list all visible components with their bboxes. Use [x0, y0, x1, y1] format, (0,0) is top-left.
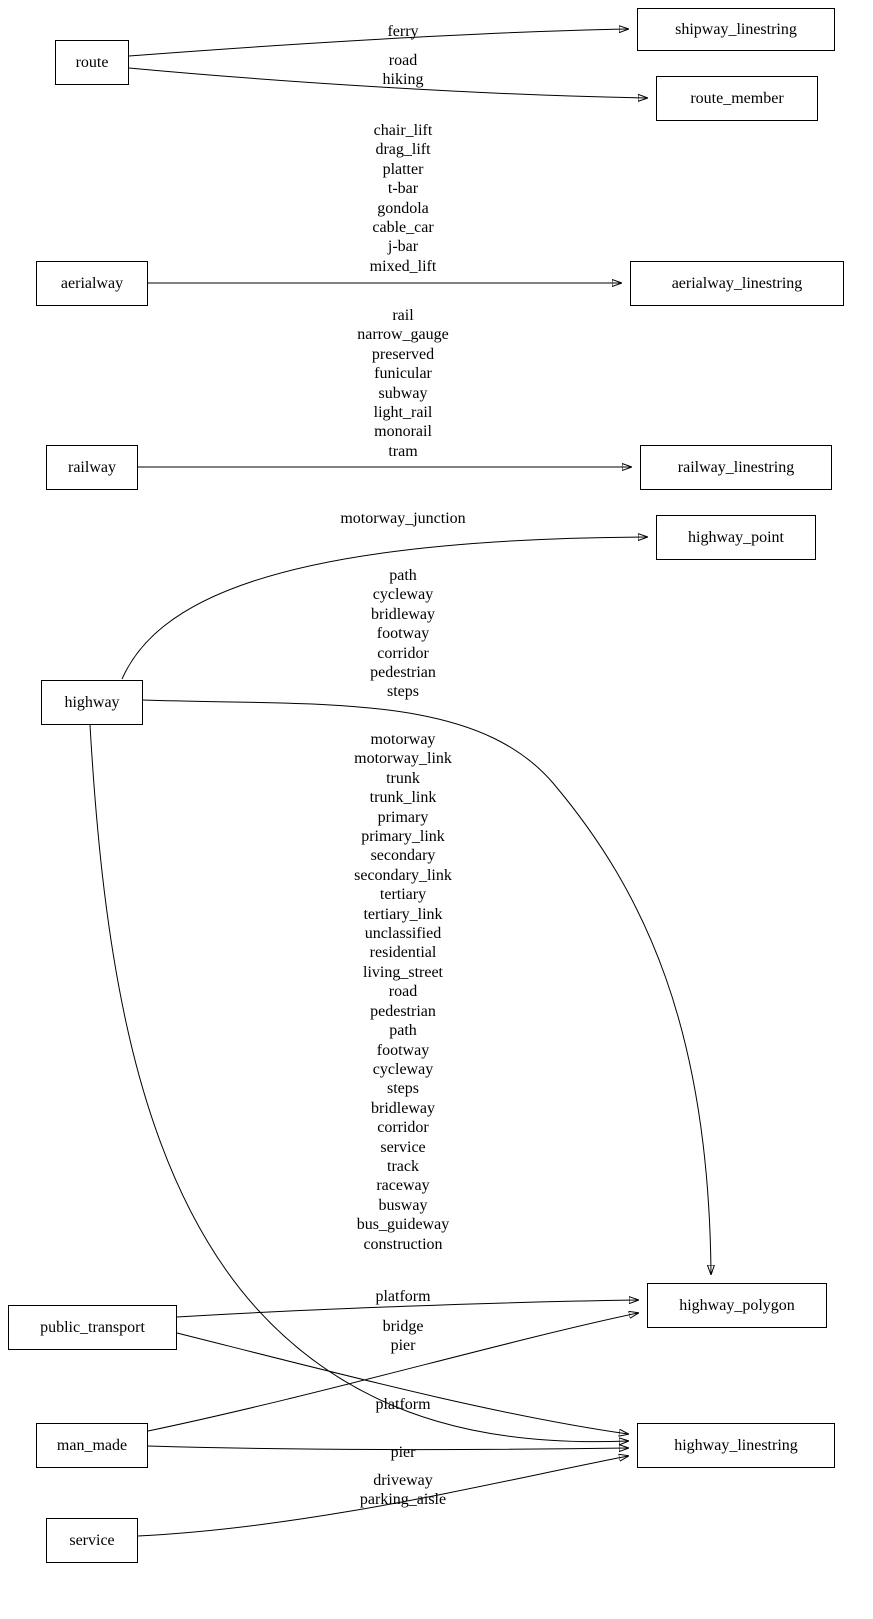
edge-label-platform-polygon: platform: [375, 1288, 431, 1305]
edge-man_made-to-highway_polygon: [147, 1313, 638, 1432]
edge-label-road-hiking: road hiking: [382, 52, 424, 89]
edge-label-highway-polygon-types: path cycleway bridleway footway corridor…: [370, 567, 436, 701]
edge-public_transport-to-highway_linestring: [176, 1332, 628, 1434]
node-service: service: [46, 1518, 138, 1563]
edge-highway-to-highway_point: [121, 537, 647, 680]
edge-label-railway-types: rail narrow_gauge preserved funicular su…: [357, 307, 449, 460]
edge-highway-to-highway_polygon: [142, 699, 711, 1274]
node-route_member: route_member: [656, 76, 818, 121]
node-highway_linestring: highway_linestring: [637, 1423, 835, 1468]
edge-route-to-shipway_linestring: [128, 29, 628, 57]
node-highway: highway: [41, 680, 143, 725]
edge-label-highway-linestring-types: motorway motorway_link trunk trunk_link …: [354, 731, 452, 1253]
edge-label-platform-linestring: platform: [375, 1396, 431, 1413]
node-railway_linestring: railway_linestring: [640, 445, 832, 490]
edge-label-pier: pier: [390, 1444, 416, 1461]
node-man_made: man_made: [36, 1423, 148, 1468]
edge-route-to-route_member: [128, 67, 647, 98]
node-highway_polygon: highway_polygon: [647, 1283, 827, 1328]
edge-label-bridge-pier: bridge pier: [382, 1318, 424, 1355]
edge-label-aerialway-types: chair_lift drag_lift platter t-bar gondo…: [369, 122, 437, 275]
node-railway: railway: [46, 445, 138, 490]
edge-service-to-highway_linestring: [137, 1456, 628, 1537]
edge-highway-to-highway_linestring: [89, 724, 628, 1442]
edge-label-ferry: ferry: [387, 23, 419, 40]
node-highway_point: highway_point: [656, 515, 816, 560]
node-route: route: [55, 40, 129, 85]
node-public_transport: public_transport: [8, 1305, 177, 1350]
node-shipway_linestring: shipway_linestring: [637, 8, 835, 51]
edge-label-driveway-parking_aisle: driveway parking_aisle: [359, 1472, 447, 1509]
node-aerialway_linestring: aerialway_linestring: [630, 261, 844, 306]
node-aerialway: aerialway: [36, 261, 148, 306]
edge-public_transport-to-highway_polygon: [176, 1300, 638, 1318]
edge-man_made-to-highway_linestring: [147, 1446, 628, 1450]
edge-label-motorway_junction: motorway_junction: [340, 510, 466, 527]
